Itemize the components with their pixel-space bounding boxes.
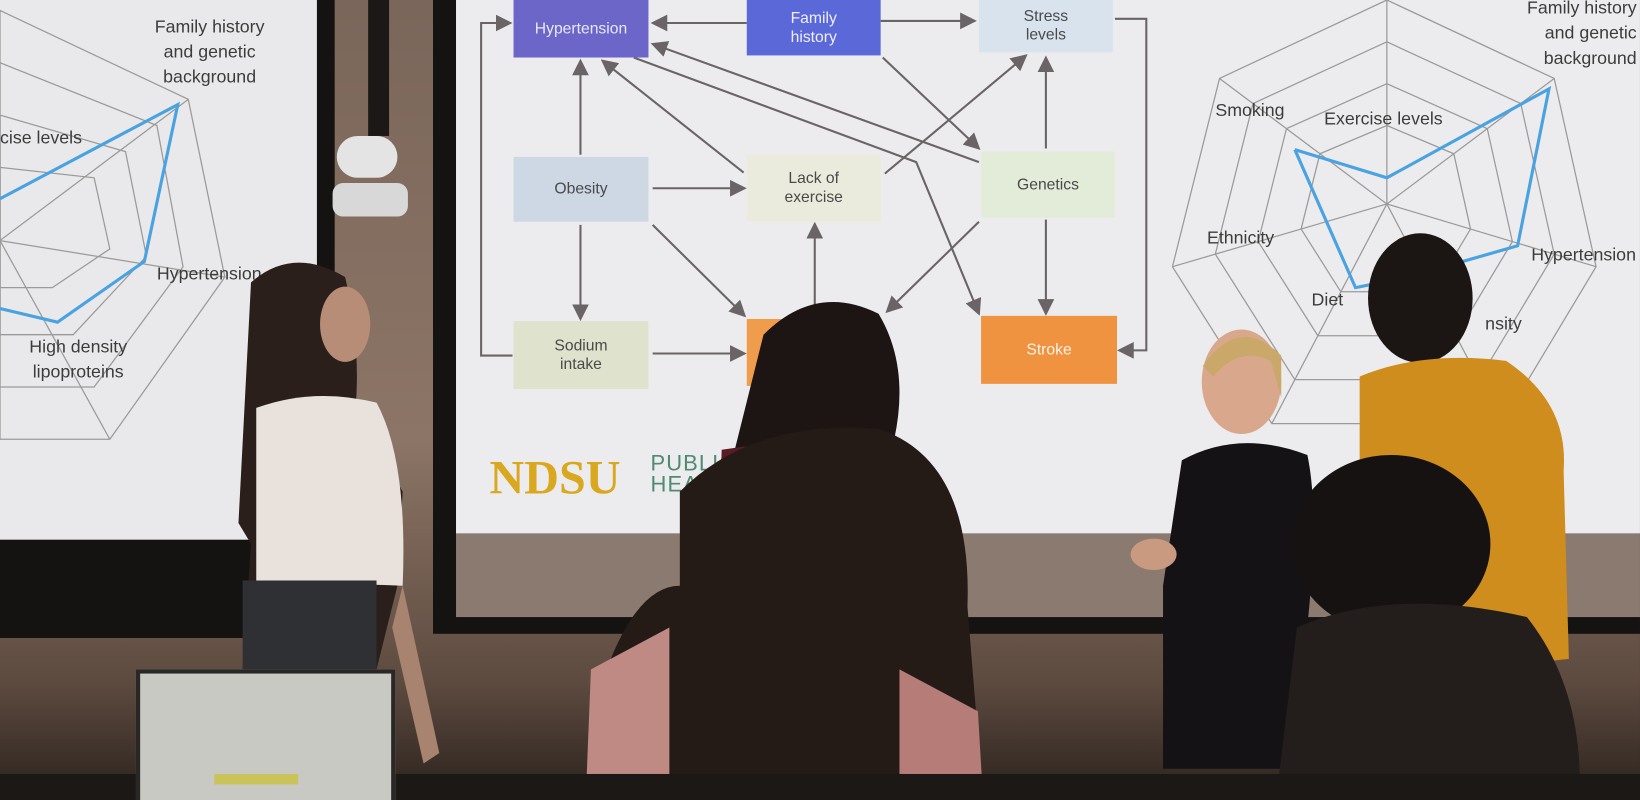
radar-label: Smoking (1215, 100, 1285, 121)
seated-student-right (1276, 454, 1580, 800)
node-family-history: Family history (746, 0, 881, 56)
node-lack-of-exercise: Lack of exercise (746, 154, 881, 222)
radar-label: cise levels (0, 127, 83, 148)
node-stress-levels: Stress levels (978, 0, 1113, 53)
node-hypertension: Hypertension (513, 0, 649, 58)
seated-student-front (585, 427, 984, 800)
node-stroke: Stroke (981, 315, 1118, 384)
radar-label: High density lipoproteins (29, 336, 128, 382)
radar-label: Family history and genetic background (1527, 0, 1637, 68)
radar-label: Hypertension (1531, 244, 1636, 265)
radar-label: nsity (1485, 313, 1522, 334)
radar-label: Hypertension (156, 263, 262, 284)
diagram-arrows (480, 12, 1148, 362)
camera-mount (368, 0, 390, 136)
right-radar-series (1293, 85, 1552, 290)
node-sodium-intake: Sodium intake (513, 321, 649, 390)
radar-label: Ethnicity (1206, 228, 1275, 248)
radar-label: Family history and genetic background (154, 16, 265, 87)
left-radar-chart (0, 9, 226, 440)
instructor (1130, 329, 1314, 769)
radar-label: Exercise levels (1324, 108, 1443, 129)
radar-label: Diet (1311, 289, 1344, 310)
ndsu-logo: NDSU (489, 450, 621, 505)
camera-base (332, 183, 408, 217)
node-obesity: Obesity (513, 156, 649, 222)
camera-icon (336, 135, 398, 178)
left-radar-series (0, 101, 181, 324)
laptop-highlight (214, 773, 299, 785)
student-left-standing (238, 262, 440, 764)
node-genetics: Genetics (981, 151, 1115, 218)
